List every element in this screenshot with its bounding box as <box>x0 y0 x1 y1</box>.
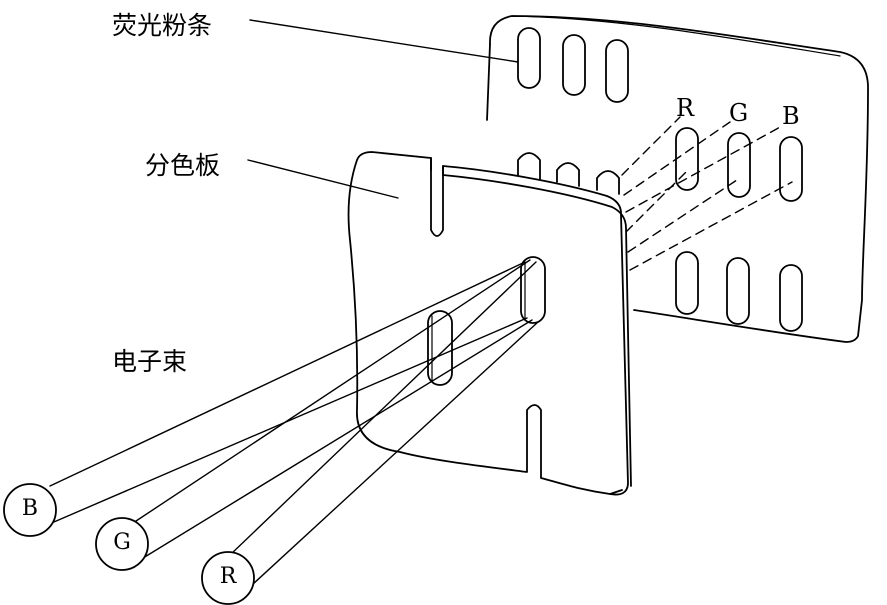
label-shadow-mask: 分色板 <box>145 151 221 180</box>
beam-source-g <box>95 517 149 571</box>
beam-label-b: B <box>21 496 39 521</box>
leader-shadow-mask <box>247 159 399 199</box>
leader-phosphor-strips <box>249 19 519 63</box>
label-phosphor-strips: 荧光粉条 <box>112 11 213 40</box>
strip-label-b: B <box>782 102 800 130</box>
beam-sources <box>3 483 255 605</box>
strip-label-r: R <box>676 94 695 122</box>
beam-label-g: G <box>113 530 131 555</box>
label-electron-beams: 电子束 <box>112 347 188 376</box>
beam-source-r <box>201 551 255 605</box>
phosphor-strips-top-row <box>517 27 629 103</box>
beam-label-r: R <box>219 564 237 589</box>
mask-slot-upper <box>520 256 546 324</box>
beam-source-b <box>3 483 57 537</box>
shadow-mask-outline <box>347 151 629 496</box>
shadow-mask-plate <box>347 151 632 496</box>
mask-slot-lower <box>427 310 453 386</box>
strip-label-g: G <box>729 99 749 127</box>
phosphor-strips-hidden-row <box>517 152 620 195</box>
electron-beams <box>39 259 539 597</box>
phosphor-strips-bottom-row <box>675 251 803 332</box>
beam-projection-dashed <box>621 116 793 271</box>
